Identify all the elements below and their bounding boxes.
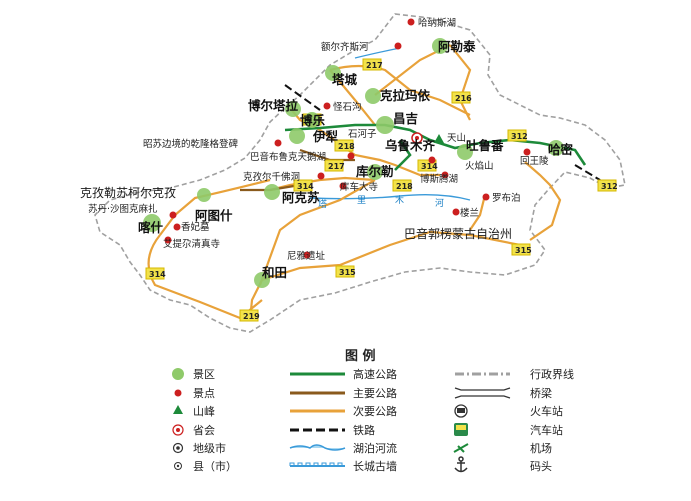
city-label: 伊犁 [312,129,339,144]
anchor-icon [454,456,468,473]
scenic-area-icon [172,368,184,380]
poi-label: 苏丹·沙图克麻扎 [88,203,158,215]
city-label: 喀什 [138,220,164,235]
lake-river-icon [289,444,346,451]
road-number: 314 [297,182,314,191]
city-label: 克孜勒苏柯尔克孜 [80,185,176,200]
legend-label: 汽车站 [530,423,563,437]
river-label: 木 [395,194,404,206]
city-label: 阿图什 [195,208,233,223]
legend-label: 码头 [530,460,552,473]
legend-label: 火车站 [530,404,563,418]
legend-label: 桥梁 [530,386,552,400]
road-number: 315 [515,246,532,255]
scenic-areas [143,38,564,288]
city-label: 博尔塔拉 [248,98,299,113]
city-label: 博乐 [300,113,326,128]
province-boundary [94,13,626,333]
wall-crenel [289,462,343,467]
county-icon [174,462,182,470]
river-label: 塔 [318,198,327,210]
capital-marker [411,132,423,144]
legend-label: 地级市 [193,441,226,455]
city-label: 阿勒泰 [438,39,476,54]
poi-label: 尼雅遗址 [287,250,326,262]
poi-label: 哈纳斯湖 [418,17,456,29]
railway-north [284,84,321,111]
city-labels: 阿勒泰 塔城 克拉玛依 博尔塔拉 博乐 昌吉 伊犁 乌鲁木齐 吐鲁番 哈密 库尔… [80,39,574,280]
poi-label: 罗布泊 [492,192,521,204]
road-number: 314 [421,162,438,171]
poi-label: 昭苏边境的乾隆格登碑 [143,138,239,150]
railway-east [574,164,601,181]
legend-label: 长城古墙 [353,459,397,473]
capital-icon [172,424,184,436]
poi-labels: 哈纳斯湖 额尔齐斯河 怪石沟 昭苏边境的乾隆格登碑 巴音布鲁克天鹅湖 天山 火焰… [88,17,549,262]
road-number: 315 [339,268,356,277]
road-number: 314 [149,270,166,279]
train-station-icon [454,404,468,418]
city-label: 哈密 [548,142,574,157]
legend-label: 次要公路 [353,404,397,418]
poi-label: 香妃墓 [181,221,210,233]
road-number: 217 [366,61,383,70]
airport-icon [453,443,469,453]
peak-icon [173,405,183,414]
city-label: 库尔勒 [356,164,394,179]
prefecture-city-icon [172,442,184,454]
city-label: 巴音郭楞蒙古自治州 [404,226,512,241]
poi-label: 巴音布鲁克天鹅湖 [250,151,326,163]
legend-label: 行政界线 [530,367,574,381]
poi-label: 额尔齐斯河 [321,41,369,53]
scenic-spots [164,18,531,259]
poi-label: 火焰山 [465,160,494,172]
bus-station-icon [454,423,468,436]
bridge-icon [454,387,511,399]
poi-label: 博斯腾湖 [420,173,458,185]
legend-label: 景区 [193,368,215,381]
city-label: 昌吉 [393,111,418,126]
legend-label: 景点 [193,387,215,400]
legend: 图 例 景区 景点 山峰 省会 地级市 县（市） 高速公路 主要公路 次要公路 … [172,348,574,473]
scenic-spot-icon [174,389,182,397]
city-label: 阿克苏 [282,190,320,205]
poi-label: 楼兰 [460,207,479,219]
legend-label: 铁路 [353,424,375,437]
city-label: 克拉玛依 [380,88,431,103]
road-number: 312 [601,182,618,191]
road-number: 216 [455,94,472,103]
legend-label: 山峰 [193,405,215,418]
city-label: 乌鲁木齐 [385,138,436,153]
city-label: 和田 [261,265,287,280]
legend-label: 机场 [530,441,552,455]
road-number: 217 [328,162,345,171]
city-label: 塔城 [332,72,358,87]
poi-label: 天山 [447,133,466,144]
road-number: 218 [338,142,355,151]
poi-label: 回王陵 [520,156,549,167]
city-label: 石河子 [348,128,377,140]
poi-label: 库车大寺 [340,181,379,193]
road-number: 312 [511,132,528,141]
peak-icon [434,134,444,143]
expressways [284,123,587,171]
legend-label: 主要公路 [353,387,397,400]
legend-title: 图 例 [345,348,376,364]
legend-label: 湖泊河流 [353,441,397,455]
legend-label: 县（市） [193,459,237,473]
river-labels: 塔 里 木 河 [318,194,444,210]
poi-label: 艾提尕清真寺 [163,238,221,250]
city-label: 吐鲁番 [466,138,504,153]
tarim-river [309,193,471,201]
road-number: 219 [243,312,260,321]
road-number: 218 [396,182,413,191]
legend-label: 省会 [193,424,215,437]
river-label: 里 [357,195,366,206]
river-label: 河 [435,197,444,209]
poi-label: 克孜尔千佛洞 [243,171,300,183]
poi-label: 怪石沟 [333,101,362,113]
legend-label: 高速公路 [353,367,397,381]
